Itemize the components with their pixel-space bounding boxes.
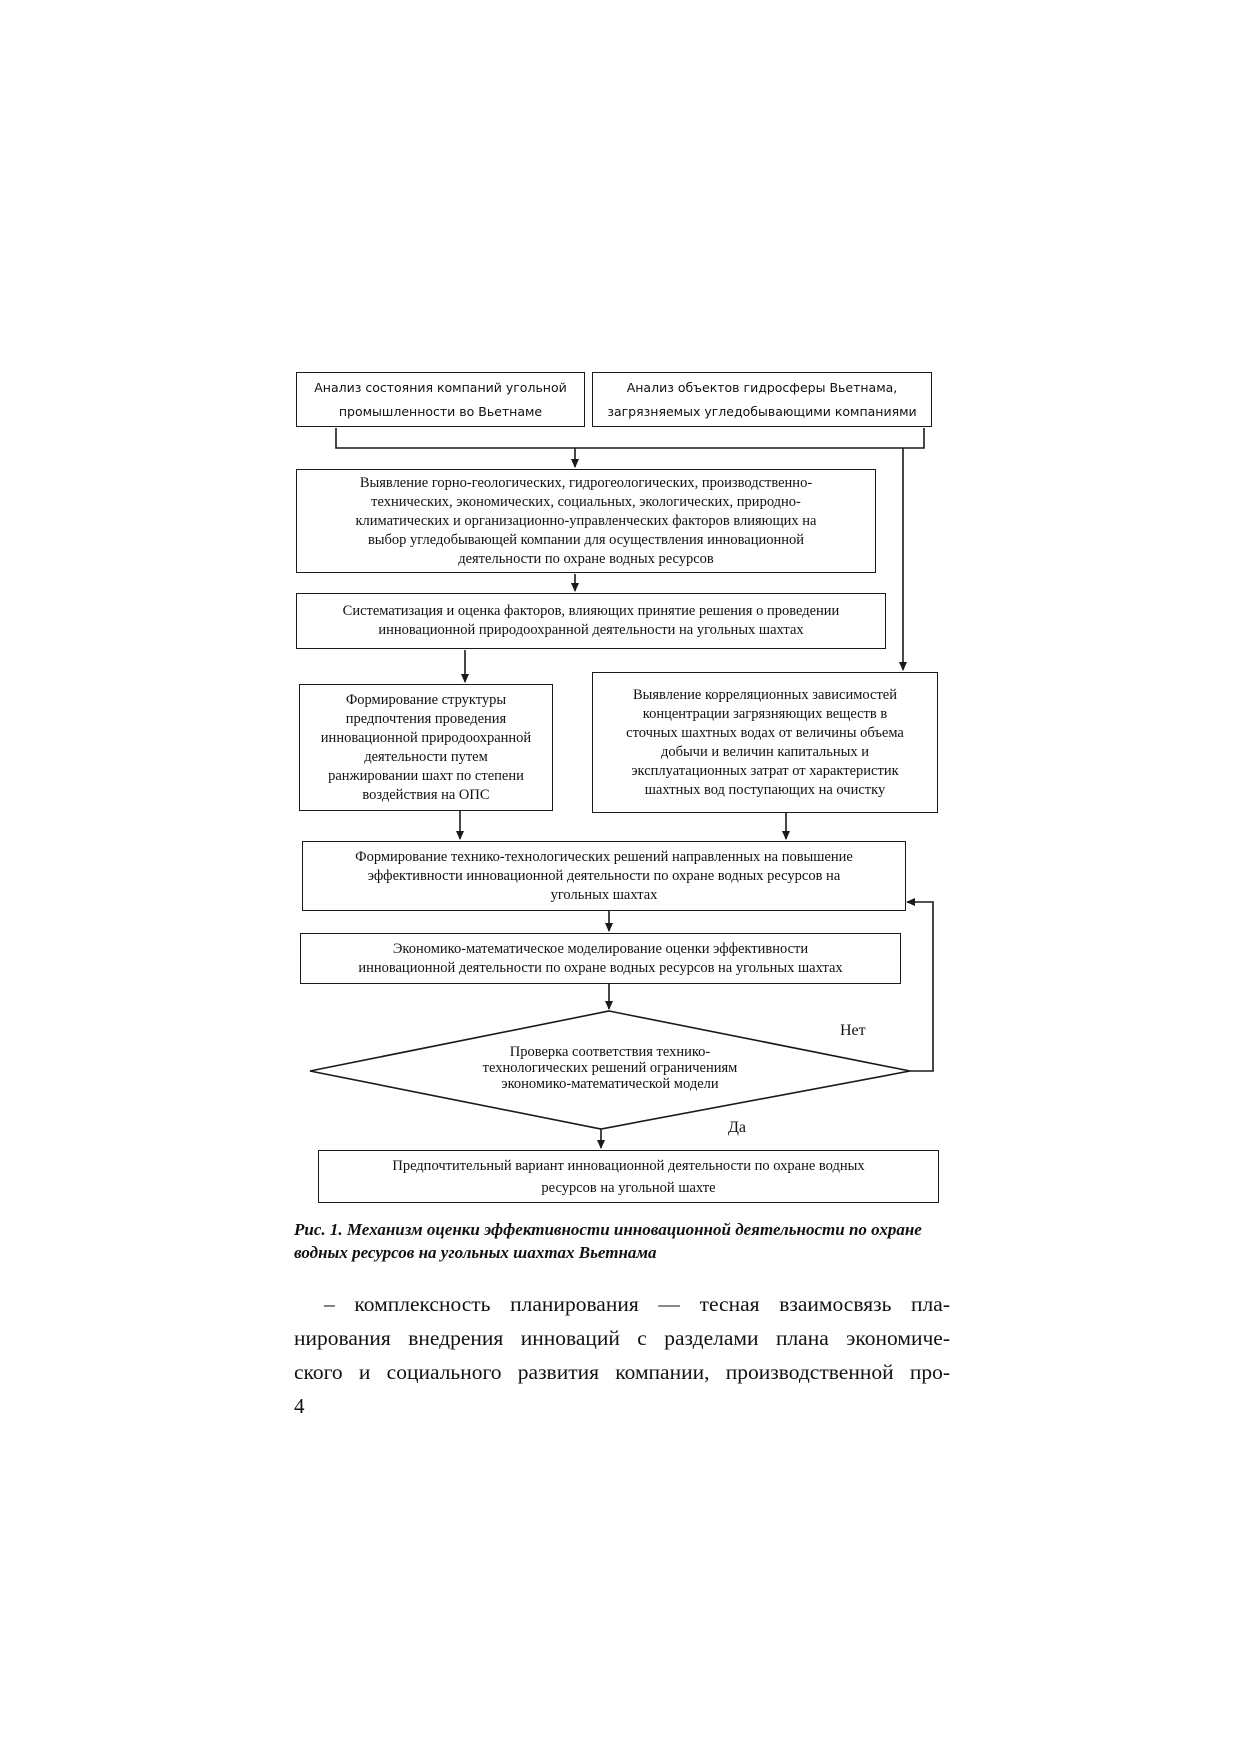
node-analysis-companies: Анализ состояния компаний угольной промы…: [296, 372, 585, 427]
node-analysis-hydrosphere: Анализ объектов гидросферы Вьетнама, заг…: [592, 372, 932, 427]
node-identify-factors: Выявление горно-геологических, гидрогеол…: [296, 469, 876, 573]
label-no: Нет: [840, 1022, 866, 1039]
node-systematization: Систематизация и оценка факторов, влияющ…: [296, 593, 886, 649]
node-preference-structure: Формирование структуры предпочтения пров…: [299, 684, 553, 811]
decision-diamond: [309, 1010, 911, 1130]
page-number: 4: [294, 1394, 305, 1418]
body-text-line: – комплексность планирования — тесная вз…: [324, 1292, 950, 1316]
label-yes: Да: [728, 1119, 747, 1136]
arrow-no-loop: [906, 898, 934, 1072]
node-preferred-variant: Предпочтительный вариант инновационной д…: [318, 1150, 939, 1203]
node-modeling: Экономико-математическое моделирование о…: [300, 933, 901, 984]
node-tech-solutions: Формирование технико-технологических реш…: [302, 841, 906, 911]
body-text-line: нирования внедрения инноваций с разделам…: [294, 1326, 950, 1350]
merge-connector: [335, 428, 925, 449]
node-correlation: Выявление корреляционных зависимостей ко…: [592, 672, 938, 813]
figure-caption: Рис. 1. Механизм оценки эффективности ин…: [294, 1220, 922, 1262]
node-check-text: Проверка соответствия технико- технологи…: [482, 1044, 738, 1092]
body-text-line: ского и социального развития компании, п…: [294, 1360, 950, 1384]
